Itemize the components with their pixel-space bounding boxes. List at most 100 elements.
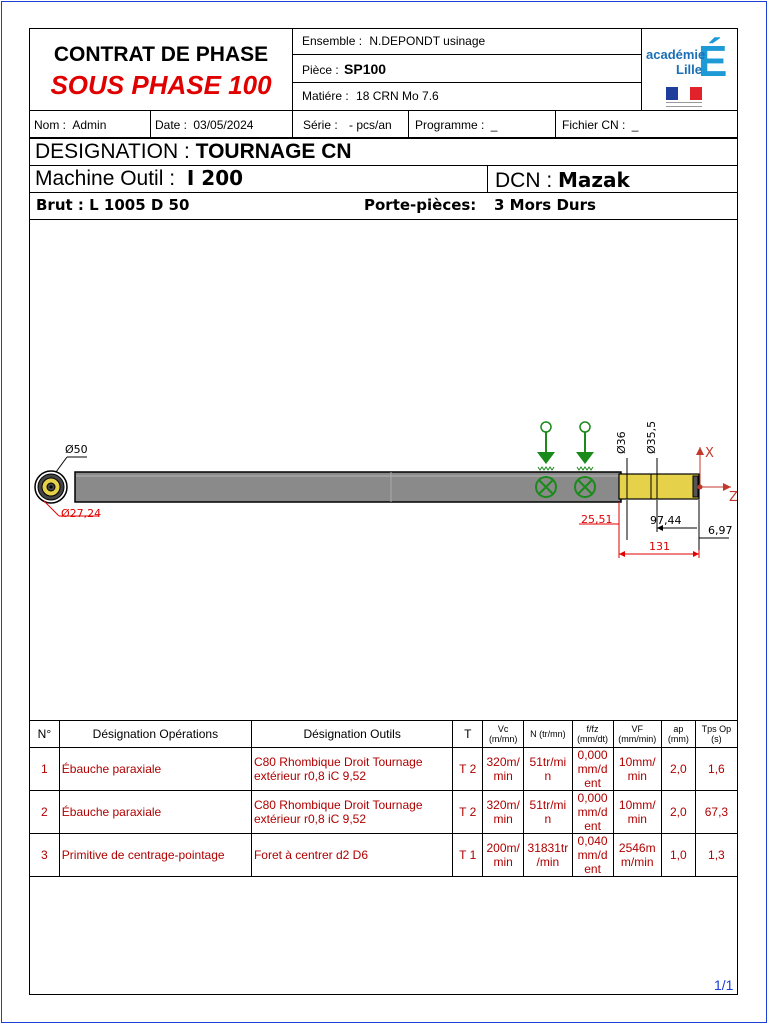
clamp-symbol-2 xyxy=(574,421,596,498)
document-subtitle: SOUS PHASE 100 xyxy=(50,70,272,100)
programme-field: Programme : _ xyxy=(415,118,497,132)
cell-vc: 200m/ min xyxy=(482,833,525,877)
fichier-field: Fichier CN : _ xyxy=(562,118,638,132)
date-label: Date : xyxy=(155,118,188,132)
date-value: 03/05/2024 xyxy=(193,118,254,132)
dim-25-51: 25,51 xyxy=(581,513,613,526)
programme-value: _ xyxy=(490,118,498,132)
porte-pieces-label: Porte-pièces: xyxy=(364,196,477,214)
cell-tps: 67,3 xyxy=(694,790,739,834)
col-header-n-speed: N (tr/mn) xyxy=(523,720,573,748)
designation-label: DESIGNATION : xyxy=(35,140,190,163)
dim-6-97: 6,97 xyxy=(708,524,733,537)
table-header-row: N° Désignation Opérations Désignation Ou… xyxy=(29,720,739,748)
col-header-operations: Désignation Opérations xyxy=(58,720,252,748)
ap-unit: (mm) xyxy=(667,734,689,744)
vc-unit: (m/mn) xyxy=(488,734,518,744)
machine-label: Machine Outil : xyxy=(35,167,176,190)
vf-label: VF xyxy=(631,724,643,734)
dim-d50: Ø50 xyxy=(65,443,88,456)
axis-z-label: Z xyxy=(729,490,738,505)
machine-value: I 200 xyxy=(186,166,244,190)
cell-tool: C80 Rhombique Droit Tournage extérieur r… xyxy=(250,747,454,791)
vc-label: Vc xyxy=(497,724,509,734)
table-row: 2 Ébauche paraxiale C80 Rhombique Droit … xyxy=(29,790,739,834)
ensemble-value: N.DEPONDT usinage xyxy=(369,34,486,48)
cell-tps: 1,6 xyxy=(694,747,739,791)
dim-131: 131 xyxy=(649,540,670,553)
tps-unit: (s) xyxy=(711,734,722,744)
nom-label: Nom : xyxy=(34,118,67,132)
dcn-value: Mazak xyxy=(558,168,630,192)
logo-text-1: académie xyxy=(646,47,706,62)
clamp-symbol-1 xyxy=(535,421,557,498)
header-block: CONTRAT DE PHASE SOUS PHASE 100 xyxy=(29,28,738,138)
porte-pieces-value: 3 Mors Durs xyxy=(494,196,596,214)
serie-field: Série : - pcs/an xyxy=(303,118,392,132)
end-view xyxy=(34,470,68,504)
academie-lille-logo: É académie Lille xyxy=(642,29,737,109)
logo-letter: É xyxy=(698,37,728,86)
cell-n-speed: 31831tr /min xyxy=(523,833,573,877)
cell-t: T 1 xyxy=(452,833,484,877)
cell-tool: Foret à centrer d2 D6 xyxy=(250,833,454,877)
page-number: 1/1 xyxy=(714,977,734,993)
piece-label: Pièce : xyxy=(302,63,339,77)
cell-vf: 10mm/ min xyxy=(612,747,662,791)
col-header-tools: Désignation Outils xyxy=(250,720,454,748)
brut-text: Brut : L 1005 D 50 xyxy=(36,196,190,214)
designation-row: DESIGNATION : TOURNAGE CN xyxy=(35,140,352,164)
cell-n-speed: 51tr/mi n xyxy=(523,747,573,791)
date-field: Date : 03/05/2024 xyxy=(155,118,253,132)
machine-row: Machine Outil : I 200 xyxy=(35,166,243,191)
cell-operation: Ébauche paraxiale xyxy=(58,747,252,791)
dim-d27: Ø27,24 xyxy=(61,507,101,520)
vf-unit: (mm/min) xyxy=(618,734,657,744)
part-drawing: Ø50 Ø27,24 X Z Ø36 Ø35,5 25 xyxy=(34,421,738,558)
cell-tool: C80 Rhombique Droit Tournage extérieur r… xyxy=(250,790,454,834)
cell-tps: 1,3 xyxy=(694,833,739,877)
cell-vf: 2546m m/min xyxy=(612,833,662,877)
table-row: 1 Ébauche paraxiale C80 Rhombique Droit … xyxy=(29,747,739,791)
col-header-vc: Vc(m/mn) xyxy=(482,720,525,748)
ap-label: ap xyxy=(673,724,684,734)
fichier-label: Fichier CN : xyxy=(562,118,626,132)
f-label: f/fz xyxy=(586,724,599,734)
nom-field: Nom : Admin xyxy=(34,118,106,132)
flag-icon xyxy=(666,87,702,100)
ensemble-label: Ensemble : xyxy=(302,34,363,48)
bar-body xyxy=(74,471,622,503)
matiere-value: 18 CRN Mo 7.6 xyxy=(356,89,439,103)
piece-field: Pièce : SP100 xyxy=(302,61,386,77)
f-unit: (mm/dt) xyxy=(577,734,609,744)
logo-text-2: Lille xyxy=(676,62,703,77)
logo-caption-lines xyxy=(666,102,702,107)
dim-d35-5: Ø35,5 xyxy=(645,421,658,454)
table-row: 3 Primitive de centrage-pointage Foret à… xyxy=(29,833,739,877)
dcn-label: DCN : xyxy=(495,169,553,192)
matiere-label: Matiére : xyxy=(302,89,349,103)
cell-f: 0,000 mm/d ent xyxy=(571,747,614,791)
cell-vc: 320m/ min xyxy=(482,747,525,791)
sheet-border xyxy=(29,28,738,995)
operations-table: N° Désignation Opérations Désignation Ou… xyxy=(29,720,739,877)
dim-d36: Ø36 xyxy=(615,431,628,454)
cell-operation: Primitive de centrage-pointage xyxy=(58,833,252,877)
serie-label: Série : xyxy=(303,118,338,132)
col-header-t: T xyxy=(452,720,484,748)
tps-label: Tps Op xyxy=(701,724,732,734)
axis-x-label: X xyxy=(705,446,714,461)
cell-n: 3 xyxy=(29,833,60,877)
ensemble-field: Ensemble : N.DEPONDT usinage xyxy=(302,34,485,48)
designation-value: TOURNAGE CN xyxy=(195,140,352,163)
dcn-row: DCN : Mazak xyxy=(495,168,630,193)
document-title: CONTRAT DE PHASE xyxy=(53,43,269,66)
piece-value: SP100 xyxy=(344,61,387,77)
cell-ap: 1,0 xyxy=(660,833,696,877)
col-header-ap: ap(mm) xyxy=(660,720,696,748)
col-header-f: f/fz(mm/dt) xyxy=(571,720,614,748)
cell-f: 0,000 mm/d ent xyxy=(571,790,614,834)
dim-97-44: 97,44 xyxy=(650,514,682,527)
serie-value: - pcs/an xyxy=(349,118,392,132)
